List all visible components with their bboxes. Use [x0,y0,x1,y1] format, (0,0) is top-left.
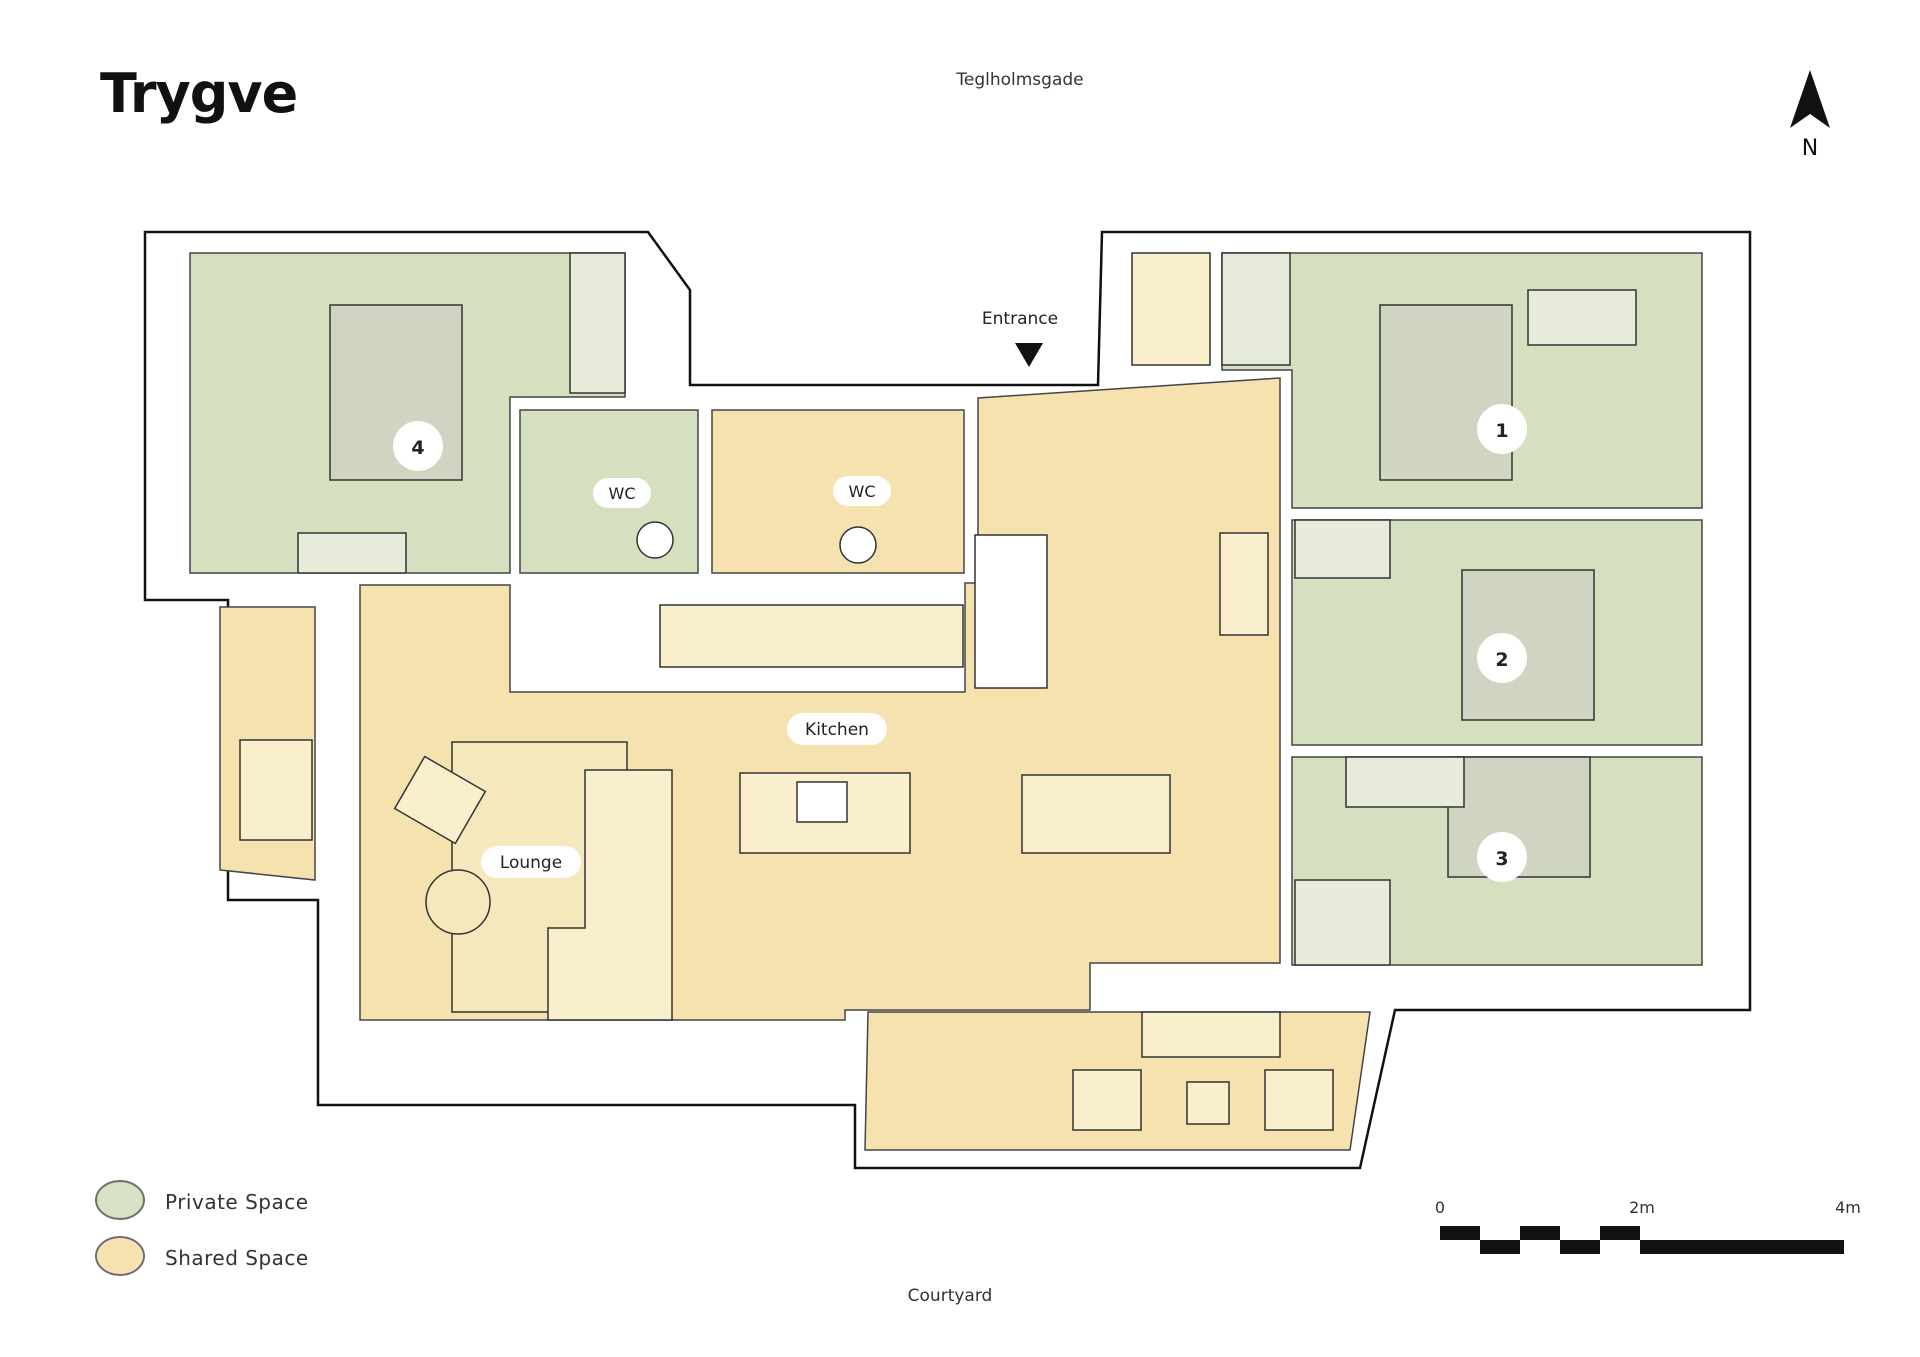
toilet-a [636,521,674,559]
wardrobe-2 [1294,519,1391,579]
room-2-label: 2 [1495,649,1508,671]
entrance-arrow-icon [1015,343,1043,367]
entrance-label: Entrance [982,309,1058,329]
island-sink [796,781,848,823]
round-table [425,869,491,935]
entrance-closet-b [1221,252,1291,366]
north-label: N [1801,136,1819,161]
wardrobe-4 [569,252,626,394]
street-label-top: Teglholmsgade [956,70,1084,90]
sofa [547,769,673,1021]
legend-label-shared: Shared Space [165,1246,309,1270]
north-compass: N [1786,68,1834,161]
scale-bar [1440,1226,1844,1254]
toilet-b [839,526,877,564]
counter-run [659,604,964,668]
room-4-label: 4 [411,437,424,459]
outdoor-table [1186,1081,1230,1125]
armchair-lounge [393,755,487,845]
desk-1 [1527,289,1637,346]
scale-label-4m: 4m [1835,1198,1861,1217]
room-3-label: 3 [1495,848,1508,870]
north-arrow-icon [1790,70,1830,128]
outdoor-chair-right [1264,1069,1334,1131]
room-1-label: 1 [1495,420,1508,442]
legend-label-private: Private Space [165,1190,309,1214]
legend-swatch-private [95,1180,145,1220]
outdoor-sofa [1141,1011,1281,1058]
street-label-bottom: Courtyard [907,1286,993,1306]
entrance-closet-a [1131,252,1211,366]
legend-swatch-shared [95,1236,145,1276]
radiator [1219,532,1269,636]
plan-title: Trygve [100,62,298,125]
kitchen-label: Kitchen [805,720,869,740]
wc-a-label: WC [609,484,636,503]
bed-1 [1379,304,1513,481]
lounge-label: Lounge [500,853,562,873]
balcony-bench [239,739,313,841]
outdoor-chair-left [1072,1069,1142,1131]
wc-b-label: WC [849,482,876,501]
scale-label-2m: 2m [1629,1198,1655,1217]
furniture [239,252,1637,1131]
room-markers [393,404,1527,882]
desk-3 [1345,756,1465,808]
wardrobe-3 [1294,879,1391,966]
fridge-unit [974,534,1048,689]
desk-4 [297,532,407,574]
scale-label-0: 0 [1434,1198,1446,1217]
dining-table [1021,774,1171,854]
